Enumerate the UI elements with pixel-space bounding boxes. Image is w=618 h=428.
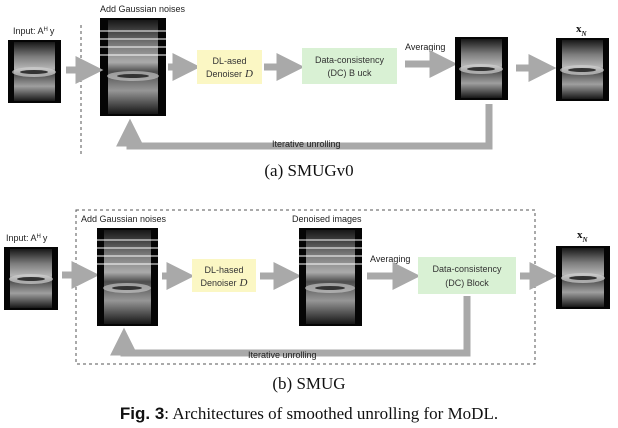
noisy-image-stack bbox=[100, 18, 166, 116]
output-label: xN bbox=[576, 23, 588, 38]
averaged-image bbox=[455, 37, 508, 100]
output-image bbox=[556, 246, 610, 309]
loop-arrow bbox=[116, 104, 493, 150]
output-label: xN bbox=[577, 229, 589, 244]
svg-text:DL-ased: DL-ased bbox=[212, 56, 246, 66]
noisy-image-stack bbox=[97, 228, 158, 326]
dc-block: Data-consistency (DC) B uck bbox=[302, 48, 397, 84]
denoised-label: Denoised images bbox=[292, 214, 362, 224]
averaging-label: Averaging bbox=[405, 42, 445, 52]
figure-caption: Fig. 3: Architectures of smoothed unroll… bbox=[120, 404, 498, 423]
output-image bbox=[556, 38, 609, 101]
loop-label: Iterative unrolling bbox=[272, 139, 341, 149]
svg-text:DL-hased: DL-hased bbox=[204, 265, 243, 275]
svg-text:(DC) Block: (DC) Block bbox=[445, 278, 489, 288]
svg-text:(DC) B uck: (DC) B uck bbox=[327, 68, 372, 78]
svg-text:Data-consistency: Data-consistency bbox=[432, 264, 502, 274]
noise-label: Add Gaussian noises bbox=[100, 4, 186, 14]
svg-text:Data-consistency: Data-consistency bbox=[315, 55, 385, 65]
input-image bbox=[8, 40, 61, 103]
dc-block: Data-consistency (DC) Block bbox=[418, 257, 516, 294]
input-image bbox=[4, 247, 58, 310]
caption-a: (a) SMUGv0 bbox=[264, 161, 353, 180]
denoised-image-stack bbox=[299, 228, 362, 326]
loop-arrow bbox=[110, 296, 471, 357]
loop-label: Iterative unrolling bbox=[248, 350, 317, 360]
noise-label: Add Gaussian noises bbox=[81, 214, 167, 224]
averaging-label: Averaging bbox=[370, 254, 410, 264]
caption-b: (b) SMUG bbox=[272, 374, 345, 393]
